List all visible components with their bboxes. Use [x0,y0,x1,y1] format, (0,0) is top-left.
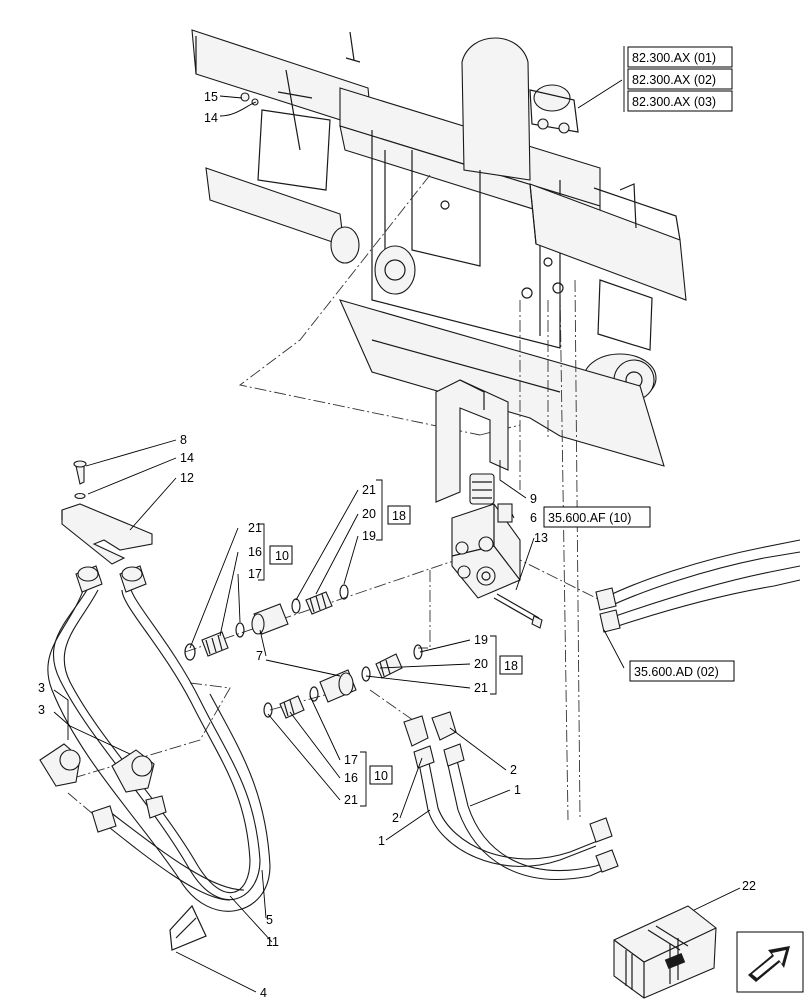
callout-13: 13 [534,531,548,545]
callout-16-upper: 16 [248,545,262,559]
hose-assembly-right [403,711,619,880]
callout-6: 6 [530,511,537,525]
valve-cover-part [435,379,509,503]
ref-35600AD-02[interactable]: 35.600.AD (02) [634,665,719,679]
callout-5: 5 [266,913,273,927]
callout-14-bracket: 14 [180,451,194,465]
ref-box-35600AF [543,506,651,528]
ref-82300AX-01[interactable]: 82.300.AX (01) [632,51,716,65]
callout-2-left: 2 [392,811,399,825]
hose-bundle-right [595,539,801,633]
kit-bracket-10-lower [360,751,393,807]
callout-3-lower: 3 [38,703,45,717]
callout-19-lower: 19 [474,633,488,647]
callout-20-upper: 20 [362,507,376,521]
kit-bracket-18-upper [376,479,411,541]
assembly-lines [59,174,601,821]
kit-crate-icon [613,905,717,999]
ref-82300AX-02[interactable]: 82.300.AX (02) [632,73,716,87]
kit-label-18-lower: 18 [504,659,518,673]
callout-21-upper-left: 21 [248,521,262,535]
callout-22: 22 [742,879,756,893]
callout-21-upper-right: 21 [362,483,376,497]
ref-box-35600AD [629,660,735,682]
callout-16-lower: 16 [344,771,358,785]
callout-7: 7 [256,649,263,663]
ref-35600AF-10[interactable]: 35.600.AF (10) [548,511,631,525]
callout-17-lower: 17 [344,753,358,767]
kit-label-18-upper: 18 [392,509,406,523]
callout-1-left: 1 [378,834,385,848]
callout-12: 12 [180,471,194,485]
callout-17-upper: 17 [248,567,262,581]
leader-lines [53,79,741,993]
long-bolt-part [493,593,543,629]
kit-label-10-lower: 10 [374,769,388,783]
adapter-fittings [184,584,423,719]
callout-19-upper: 19 [362,529,376,543]
callout-21-lower-right: 21 [474,681,488,695]
callout-21-lower-left: 21 [344,793,358,807]
callout-9: 9 [530,492,537,506]
ref-82300AX-03[interactable]: 82.300.AX (03) [632,95,716,109]
callout-14-top: 14 [204,111,218,125]
callout-20-lower: 20 [474,657,488,671]
callout-15: 15 [204,90,218,104]
arrow-next-page-icon[interactable] [736,931,804,993]
kit-bracket-18-lower [490,635,523,695]
callout-2-right: 2 [510,763,517,777]
support-bracket-part [61,460,153,565]
callout-11: 11 [266,935,279,949]
hose-assembly-left [39,565,271,951]
reference-group-82300AX [623,46,733,112]
selector-valve-part [451,473,521,599]
callout-1-right: 1 [514,783,521,797]
kit-label-10-upper: 10 [275,549,289,563]
callout-8: 8 [180,433,187,447]
callout-4: 4 [260,986,267,1000]
kit-bracket-10-upper [258,523,293,581]
callout-3-upper: 3 [38,681,45,695]
loader-frame-illustration [191,29,687,467]
